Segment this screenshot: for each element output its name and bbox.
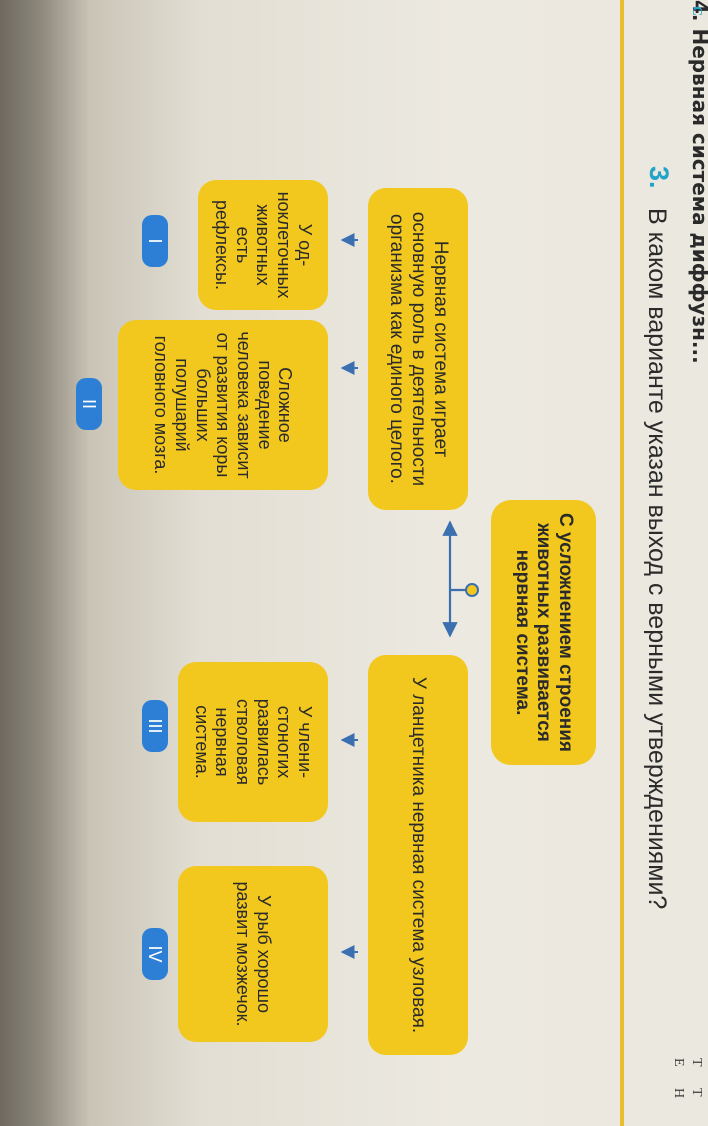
output-III-box: У члени-стоногих развилась стволовая нер…	[178, 662, 328, 822]
left-statement: Нервная система играет основную роль в д…	[368, 188, 468, 510]
center-statement: С усложнением строения животных развивае…	[491, 500, 596, 765]
right-statement: У ланцетника нервная система узловая.	[368, 655, 468, 1055]
option-III-badge[interactable]: III	[142, 700, 168, 752]
output-IV-box: У рыб хорошо развит мозжечок.	[178, 866, 328, 1042]
connector-node	[465, 583, 479, 597]
edge-letter-2: Н	[671, 1088, 686, 1099]
edge-letter-3: Т	[689, 1058, 704, 1067]
option-I-badge[interactable]: I	[142, 215, 168, 267]
edge-letter-1: Т	[689, 1088, 704, 1097]
output-II-box: Сложное поведение человека зависит от ра…	[118, 320, 328, 490]
corner-letter: С	[689, 6, 704, 17]
option-II-badge[interactable]: II	[76, 378, 102, 430]
center-split-connector	[442, 520, 479, 638]
edge-letter-4: Е	[671, 1058, 686, 1067]
option-IV-badge[interactable]: IV	[142, 928, 168, 980]
output-I-box: У од-ноклеточных животных есть рефлексы.	[198, 180, 328, 310]
